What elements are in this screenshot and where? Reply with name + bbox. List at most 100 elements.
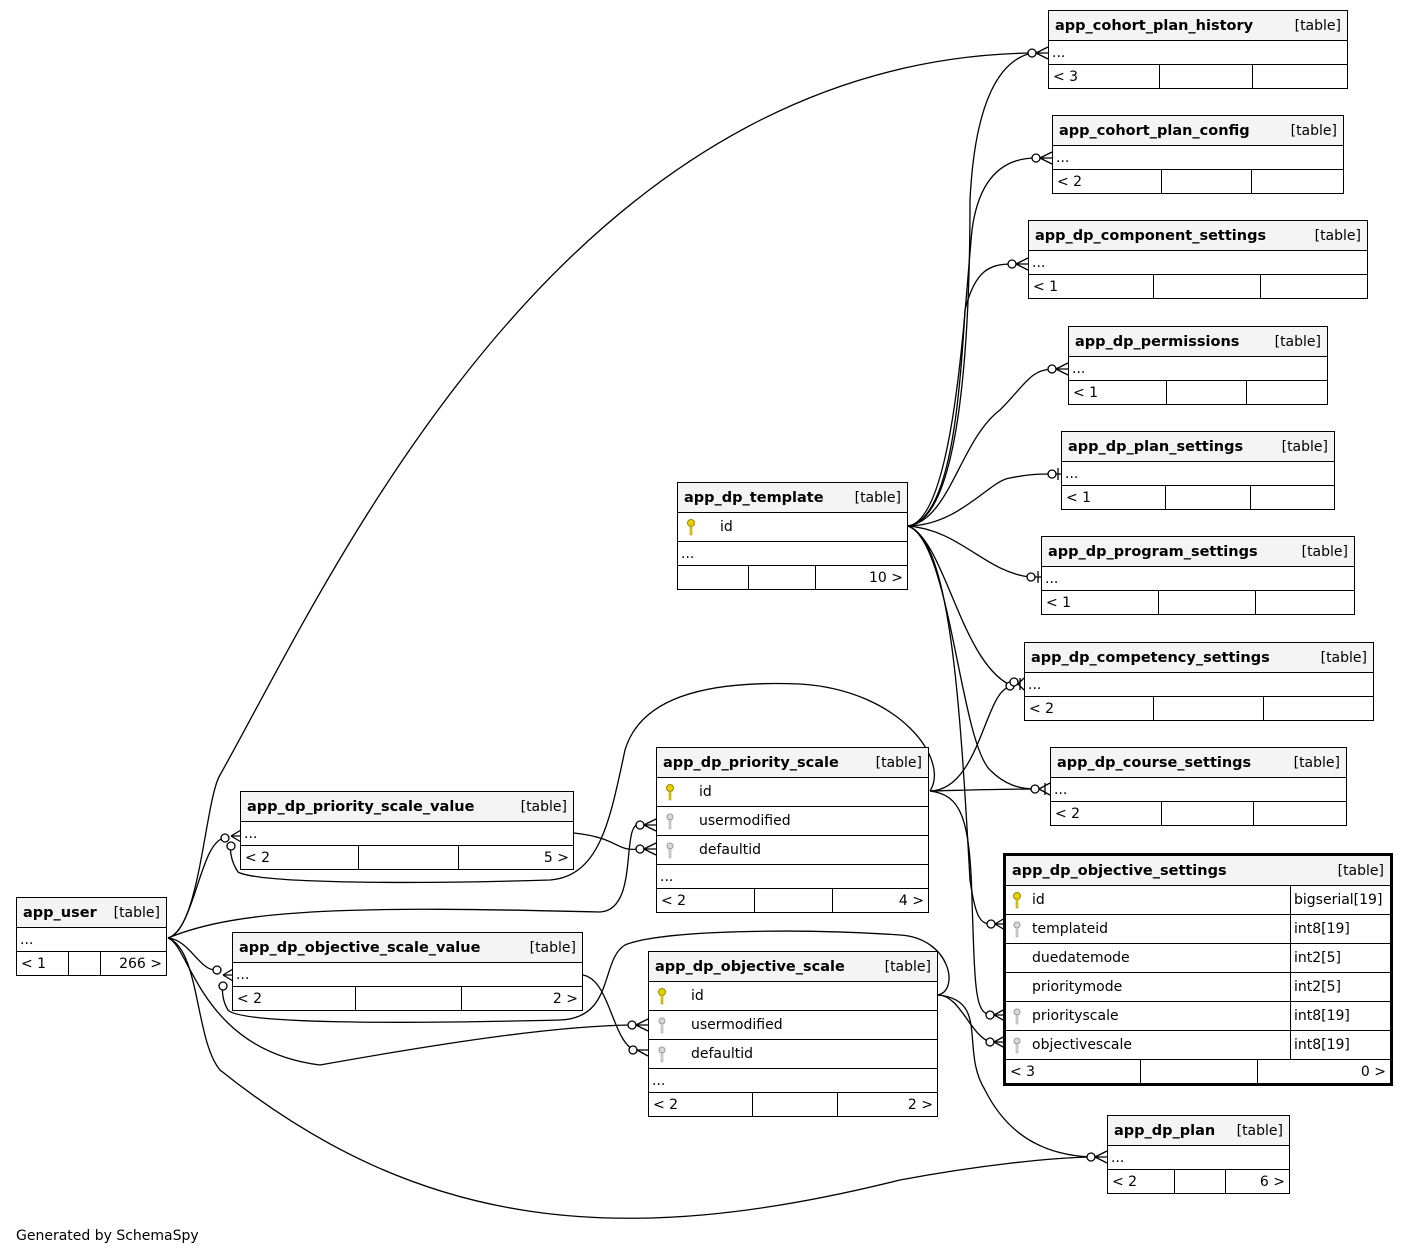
table-name: app_dp_priority_scale_value [247, 798, 475, 815]
more-columns: ... [241, 822, 573, 846]
children-count [1263, 697, 1373, 720]
table-footer: < 1 [1069, 381, 1327, 404]
table-name: app_dp_competency_settings [1031, 649, 1270, 666]
column-name: objectivescale [1032, 1037, 1133, 1053]
column-row[interactable]: defaultid [649, 1040, 937, 1069]
parents-count: < 2 [661, 892, 687, 909]
edge-user-priority-scale [167, 823, 641, 939]
table-app-dp-priority-scale-value[interactable]: app_dp_priority_scale_value[table] ... <… [240, 791, 574, 870]
footer-spacer [1153, 275, 1260, 298]
table-type: [table] [520, 798, 567, 815]
edge-template-component-settings [907, 263, 1013, 527]
table-app-cohort-plan-config[interactable]: app_cohort_plan_config[table] ... < 2 [1052, 115, 1344, 194]
column-row[interactable]: id [649, 982, 937, 1011]
column-row[interactable]: usermodified [649, 1011, 937, 1040]
table-footer: < 2 [1053, 170, 1343, 193]
table-app-dp-component-settings[interactable]: app_dp_component_settings[table] ... < 1 [1028, 220, 1368, 299]
footer-spacer [1140, 1060, 1257, 1083]
edge-objective-scale-loop [221, 930, 950, 1023]
column-row[interactable]: id [678, 513, 907, 542]
children-count [1252, 65, 1347, 88]
table-type: [table] [113, 904, 160, 921]
parents-count: < 2 [237, 990, 263, 1007]
table-app-dp-objective-settings[interactable]: app_dp_objective_settings[table] id bigs… [1003, 853, 1393, 1086]
column-row[interactable]: priorityscale int8[19] [1006, 1002, 1390, 1031]
parents-count: < 1 [1066, 489, 1092, 506]
table-footer: < 2 [1025, 697, 1373, 720]
table-name: app_dp_program_settings [1048, 543, 1258, 560]
table-app-dp-competency-settings[interactable]: app_dp_competency_settings[table] ... < … [1024, 642, 1374, 721]
parents-count: < 3 [1053, 68, 1079, 85]
children-count: 5 > [458, 846, 573, 869]
children-count [1260, 275, 1367, 298]
table-type: [table] [1281, 438, 1328, 455]
primary-key-icon [665, 783, 693, 801]
column-row[interactable]: objectivescale int8[19] [1006, 1031, 1390, 1060]
edge-priority-scale-competency-settings [929, 686, 1011, 792]
children-count [1250, 486, 1334, 509]
edge-template-plan-settings [907, 473, 1053, 527]
more-columns: ... [17, 928, 166, 952]
column-type: int8[19] [1290, 915, 1390, 943]
table-name: app_user [23, 904, 97, 921]
table-app-dp-objective-scale[interactable]: app_dp_objective_scale[table] id usermod… [648, 951, 938, 1117]
column-name: priorityscale [1032, 1008, 1119, 1024]
column-row[interactable]: templateid int8[19] [1006, 915, 1390, 944]
table-footer: < 1 266 > [17, 952, 166, 975]
column-row[interactable]: defaultid [657, 836, 928, 865]
table-app-dp-course-settings[interactable]: app_dp_course_settings[table] ... < 2 [1050, 747, 1347, 826]
parents-count: < 2 [653, 1096, 679, 1113]
children-count: 266 > [100, 952, 166, 975]
primary-key-icon [686, 518, 714, 536]
table-app-dp-template[interactable]: app_dp_template[table] id ... 10 > [677, 482, 908, 590]
column-row[interactable]: id [657, 778, 928, 807]
more-columns: ... [1042, 567, 1354, 591]
table-type: [table] [854, 489, 901, 506]
table-footer: < 1 [1029, 275, 1367, 298]
column-name: id [1032, 892, 1045, 908]
children-count: 2 > [461, 987, 582, 1010]
primary-key-icon [657, 987, 685, 1005]
column-name: prioritymode [1032, 979, 1123, 995]
table-app-dp-priority-scale[interactable]: app_dp_priority_scale[table] id usermodi… [656, 747, 929, 913]
parents-count: < 2 [1112, 1173, 1138, 1190]
edge-priority-scale-course-settings [929, 788, 1036, 792]
children-count [1246, 381, 1327, 404]
footer-spacer [1161, 802, 1253, 825]
column-row[interactable]: usermodified [657, 807, 928, 836]
more-columns: ... [1025, 673, 1373, 697]
more-columns: ... [1108, 1146, 1289, 1170]
column-row[interactable]: id bigserial[19] [1006, 886, 1390, 915]
primary-key-icon [1012, 891, 1032, 909]
edge-priority-scale-value-default [573, 832, 641, 851]
more-columns: ... [649, 1069, 937, 1093]
footer-spacer [1165, 486, 1250, 509]
column-row[interactable]: duedatemode int2[5] [1006, 944, 1390, 973]
footer-spacer [1159, 65, 1252, 88]
parents-count: < 3 [1010, 1063, 1036, 1080]
foreign-key-icon [665, 812, 693, 830]
table-app-user[interactable]: app_user [table] ... < 1 266 > [16, 897, 167, 976]
table-name: app_cohort_plan_history [1055, 17, 1254, 34]
table-app-dp-objective-scale-value[interactable]: app_dp_objective_scale_value[table] ... … [232, 932, 583, 1011]
column-row[interactable]: prioritymode int2[5] [1006, 973, 1390, 1002]
column-type: bigserial[19] [1290, 886, 1390, 914]
foreign-key-icon [657, 1016, 685, 1034]
table-type: [table] [875, 754, 922, 771]
column-name: id [691, 988, 704, 1004]
more-columns: ... [233, 963, 582, 987]
table-app-dp-plan[interactable]: app_dp_plan[table] ... < 2 6 > [1107, 1115, 1290, 1194]
table-app-dp-plan-settings[interactable]: app_dp_plan_settings[table] ... < 1 [1061, 431, 1335, 510]
table-app-cohort-plan-history[interactable]: app_cohort_plan_history[table] ... < 3 [1048, 10, 1348, 89]
table-app-dp-permissions[interactable]: app_dp_permissions[table] ... < 1 [1068, 326, 1328, 405]
children-count: 6 > [1225, 1170, 1289, 1193]
footer-spacer [1166, 381, 1246, 404]
table-app-dp-program-settings[interactable]: app_dp_program_settings[table] ... < 1 [1041, 536, 1355, 615]
edge-template-program-settings [907, 525, 1031, 578]
table-footer: < 2 2 > [233, 987, 582, 1010]
parents-count: < 1 [1046, 594, 1072, 611]
edge-template-course-settings [907, 525, 1036, 790]
column-name: id [699, 784, 712, 800]
